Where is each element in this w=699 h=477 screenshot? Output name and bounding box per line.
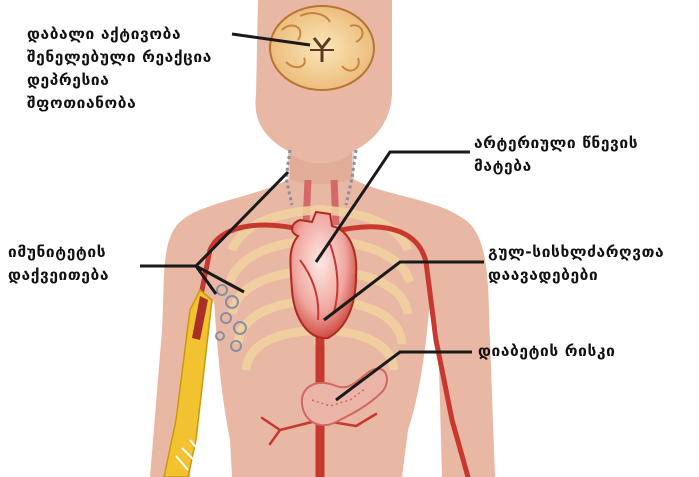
label-brain-line-4: შფოთიანობა (27, 92, 212, 115)
label-brain-line-2: შენელებული რეაქცია (27, 46, 212, 69)
label-cardio-line-1: გულ-სისხლძარღვთა (488, 241, 664, 264)
label-immunity-line-2: დაქვეითება (8, 264, 109, 287)
label-diabetes-line-1: დიაბეტის რისკი (478, 340, 615, 363)
label-brain-line-1: დაბალი აქტივობა (27, 23, 212, 46)
label-immunity: იმუნიტეტის დაქვეითება (8, 241, 109, 287)
label-blood-pressure: არტერიული წნევის მატება (474, 132, 638, 178)
label-cardio-line-2: დაავადებები (488, 264, 664, 287)
label-diabetes: დიაბეტის რისკი (478, 340, 615, 363)
label-blood-pressure-line-2: მატება (474, 155, 638, 178)
label-immunity-line-1: იმუნიტეტის (8, 241, 109, 264)
label-brain-line-3: დეპრესია (27, 69, 212, 92)
label-cardio: გულ-სისხლძარღვთა დაავადებები (488, 241, 664, 287)
label-brain: დაბალი აქტივობა შენელებული რეაქცია დეპრე… (27, 23, 212, 115)
brain-illustration (270, 6, 374, 90)
label-blood-pressure-line-1: არტერიული წნევის (474, 132, 638, 155)
